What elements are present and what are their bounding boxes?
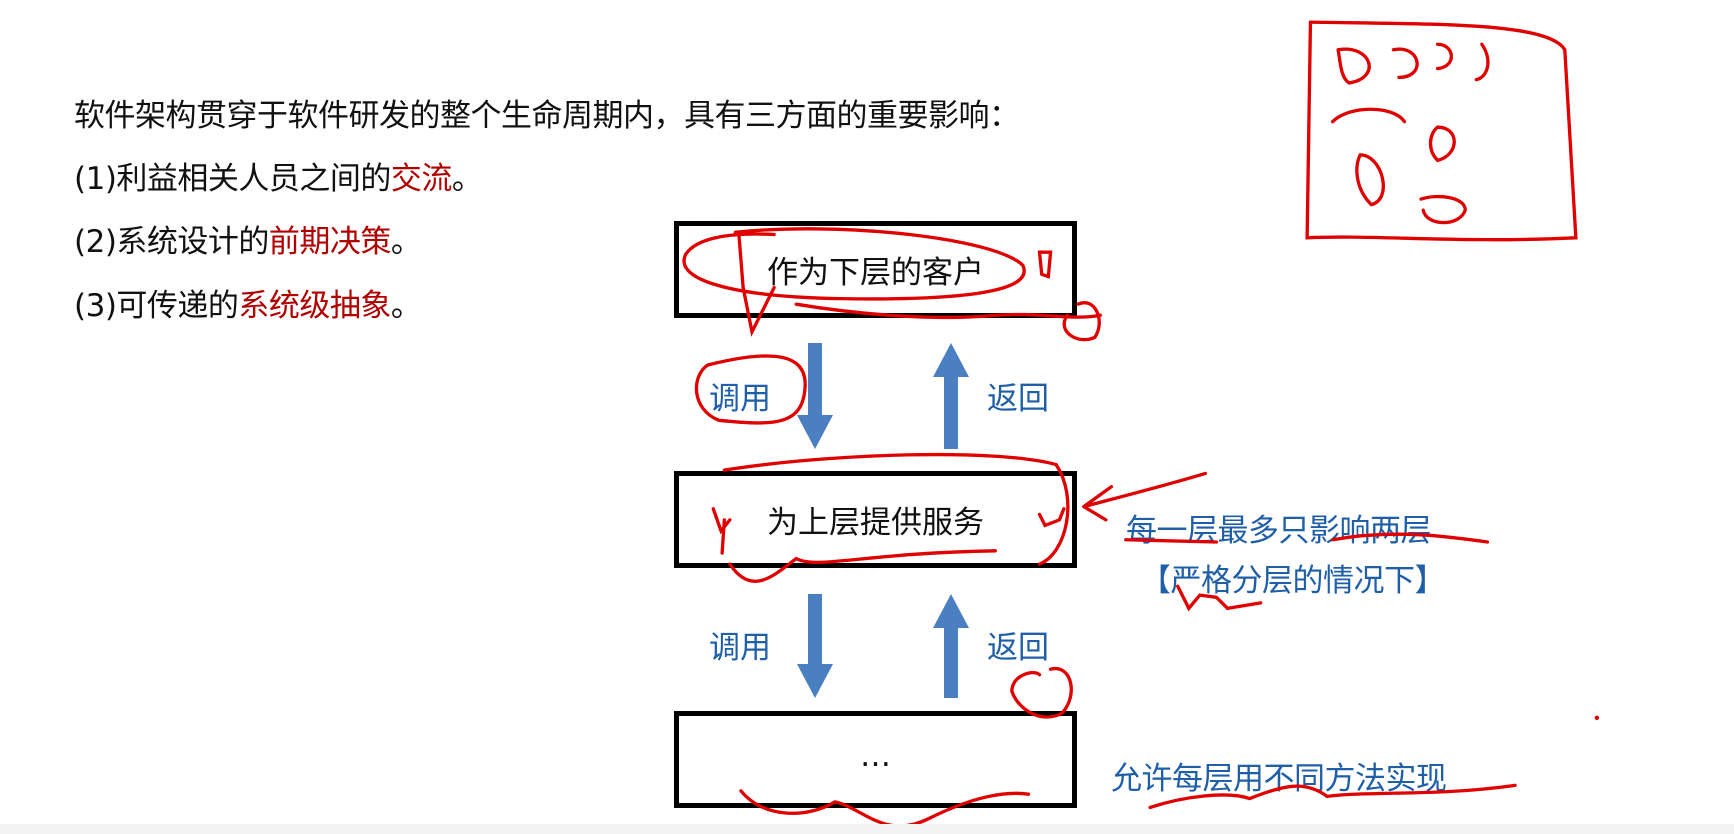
layer-client-label: 作为下层的客户 bbox=[767, 255, 984, 291]
item-3-suffix: 。 bbox=[390, 288, 422, 324]
item-3-prefix: (3)可传递的 bbox=[74, 288, 239, 324]
call-label: 调用 bbox=[709, 630, 771, 666]
layer-client: 作为下层的客户 bbox=[674, 221, 1077, 318]
bottom-strip bbox=[0, 824, 1734, 834]
call-arrow-down-icon bbox=[797, 594, 833, 698]
item-1-highlight: 交流 bbox=[390, 161, 453, 197]
item-2-prefix: (2)系统设计的 bbox=[74, 224, 269, 260]
item-3-highlight: 系统级抽象 bbox=[238, 288, 391, 324]
item-3: (3)可传递的系统级抽象。 bbox=[74, 280, 422, 325]
layer-service: 为上层提供服务 bbox=[674, 471, 1077, 568]
layer-service-label: 为上层提供服务 bbox=[767, 505, 984, 541]
return-label: 返回 bbox=[987, 630, 1049, 666]
return-arrow-up-icon bbox=[933, 343, 969, 449]
heading: 软件架构贯穿于软件研发的整个生命周期内，具有三方面的重要影响： bbox=[74, 98, 1020, 134]
layer-more: … bbox=[674, 711, 1077, 808]
layer-more-label: … bbox=[860, 738, 891, 774]
item-2-highlight: 前期决策 bbox=[268, 224, 392, 260]
note-different-methods: 允许每层用不同方法实现 bbox=[1111, 761, 1447, 797]
item-2: (2)系统设计的前期决策。 bbox=[74, 216, 422, 261]
item-1: (1)利益相关人员之间的交流。 bbox=[74, 153, 483, 198]
item-2-suffix: 。 bbox=[390, 224, 422, 260]
note-strict-layering: 【严格分层的情况下】 bbox=[1140, 563, 1446, 599]
call-arrow-down-icon bbox=[797, 343, 833, 449]
item-1-prefix: (1)利益相关人员之间的 bbox=[74, 161, 391, 197]
return-label: 返回 bbox=[987, 381, 1049, 417]
item-1-suffix: 。 bbox=[451, 161, 483, 197]
note-two-layers: 每一层最多只影响两层 bbox=[1126, 513, 1432, 549]
return-arrow-up-icon bbox=[933, 594, 969, 698]
call-label: 调用 bbox=[709, 381, 771, 417]
